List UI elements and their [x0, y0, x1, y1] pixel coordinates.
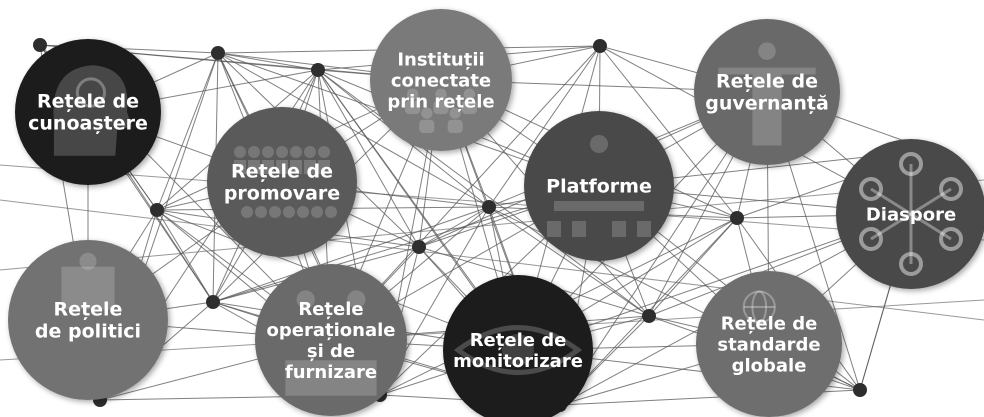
node-label-line: și de [307, 341, 355, 362]
junction-dot [642, 309, 656, 323]
node-label-line: Rețele de [470, 330, 567, 351]
node-diaspore: Diaspore [836, 139, 984, 289]
crowd-icon [234, 146, 337, 218]
workers-icon [285, 290, 377, 396]
node-circle [8, 240, 168, 400]
node-label-line: Rețele [54, 299, 123, 321]
businessman-icon [718, 42, 816, 146]
connection-line [317, 69, 650, 317]
node-label-line: Rețele de [231, 161, 333, 183]
node-label-line: monitorizare [453, 351, 583, 372]
junction-dot [33, 38, 47, 52]
connection-line [212, 206, 490, 303]
people-network-icon [405, 88, 477, 134]
head-lightbulb-icon [53, 65, 132, 156]
eye-icon [453, 325, 583, 375]
junction-dot [853, 383, 867, 397]
node-label-line: promovare [224, 183, 340, 205]
node-label-line: de politici [35, 321, 141, 343]
junction-dot [150, 203, 164, 217]
junction-dot [730, 211, 744, 225]
node-label-line: furnizare [285, 362, 377, 383]
node-label-line: Rețele de [37, 91, 139, 113]
node-label-line: Rețele de [721, 313, 818, 334]
node-circle [370, 9, 512, 151]
node-label-line: guvernanță [705, 93, 829, 115]
node-label-line: prin rețele [387, 91, 494, 112]
connection-line [488, 45, 601, 208]
connection-line [0, 179, 984, 271]
junction-dot [482, 200, 496, 214]
hub-nodes-icon [859, 152, 963, 276]
globe-icon [742, 290, 776, 324]
node-circle [524, 111, 674, 261]
junction-dot [412, 240, 426, 254]
node-label-line: conectate [391, 70, 491, 91]
node-label-line: standarde [717, 334, 820, 355]
connection-line [217, 52, 490, 208]
connection-line [488, 206, 650, 317]
node-label-line: Rețele [298, 299, 363, 320]
connection-line [418, 206, 490, 248]
node-label-line: Rețele de [716, 71, 818, 93]
node-label-line: cunoaștere [28, 113, 148, 135]
puzzle-icon [61, 252, 115, 310]
meeting-table-icon [547, 135, 651, 237]
node-label-line: operaționale [267, 320, 396, 341]
node-label-line: Diaspore [866, 204, 956, 225]
node-circle [207, 107, 357, 257]
connection-line [599, 45, 738, 219]
node-label-line: Instituții [397, 49, 484, 70]
connection-line [317, 69, 420, 248]
junction-dot [311, 63, 325, 77]
connection-line [217, 52, 319, 71]
node-label-line: globale [732, 355, 807, 376]
node-platforme: Platforme [524, 111, 674, 261]
node-circle [696, 271, 842, 417]
connection-line [156, 52, 219, 211]
junction-dot [211, 46, 225, 60]
node-label-line: Platforme [546, 176, 652, 198]
junction-dot [593, 39, 607, 53]
junction-dot [206, 295, 220, 309]
connection-line [156, 209, 214, 303]
connection-line [648, 217, 738, 317]
network-nodes: Rețele decunoaștereInstituțiiconectatepr… [8, 9, 984, 417]
